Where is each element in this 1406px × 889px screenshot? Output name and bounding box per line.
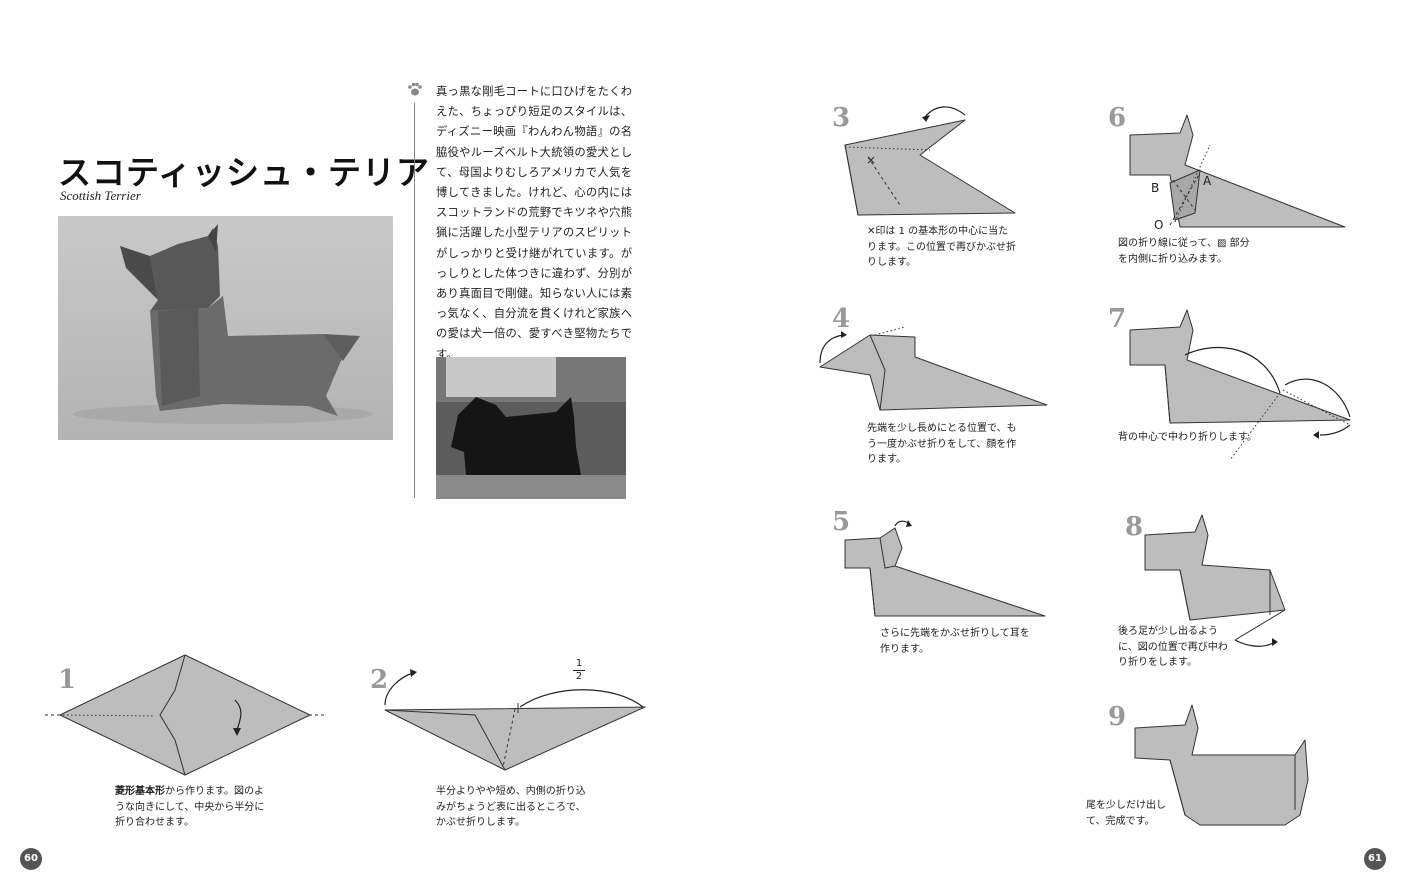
step-caption: ✕印は 1 の基本形の中心に当たります。この位置で再びかぶせ折りします。	[867, 226, 1016, 268]
step-number: 4	[832, 304, 851, 334]
step-caption-bold: 菱形基本形	[115, 786, 165, 797]
step-caption: 半分よりやや短め、内側の折り込みがちょうど表に出るところで、かぶせ折りします。	[436, 786, 586, 828]
page-title: スコティッシュ・テリア	[58, 153, 431, 192]
svg-text:×: ×	[866, 153, 876, 167]
step-4-diagram	[819, 326, 1048, 411]
step-number: 7	[1108, 304, 1127, 334]
fraction-numerator: 1	[573, 658, 585, 671]
step-caption: 図の折り線に従って、▨ 部分を内側に折り込みます。	[1118, 238, 1250, 265]
vertical-divider	[414, 103, 415, 498]
step-6-diagram: B A O	[1129, 114, 1346, 232]
step-7-diagram	[1129, 309, 1351, 461]
page-subtitle: Scottish Terrier	[60, 188, 141, 203]
step-caption: さらに先端をかぶせ折りして耳を作ります。	[880, 628, 1030, 655]
step-caption-text: から作ります。図のような向きにして、中央から半分に折り合わせます。	[115, 786, 265, 828]
step-caption: 菱形基本形から作ります。図のような向きにして、中央から半分に折り合わせます。	[115, 784, 265, 831]
step-number: 2	[370, 665, 389, 695]
step-9-diagram	[1134, 704, 1309, 826]
step-number: 1	[58, 665, 77, 695]
step-5-diagram	[844, 520, 1046, 617]
step-number: 5	[832, 507, 851, 537]
step-number: 9	[1108, 702, 1127, 732]
origami-photo	[58, 216, 393, 440]
page-number-right: 61	[1364, 848, 1386, 870]
step-8-diagram	[1144, 514, 1286, 647]
step-caption: 尾を少しだけ出して、完成です。	[1086, 800, 1166, 827]
step-number: 6	[1108, 103, 1127, 133]
point-label-b: B	[1151, 181, 1159, 195]
step-caption: 背の中心で中わり折りします。	[1118, 432, 1257, 443]
dog-photo	[436, 357, 626, 499]
point-label-o: O	[1154, 218, 1163, 232]
step-number: 3	[832, 103, 851, 133]
intro-text: 真っ黒な剛毛コートに口ひげをたくわえた、ちょっぴり短足のスタイルは、ディズニー映…	[436, 85, 632, 361]
step-number: 8	[1125, 512, 1144, 542]
step-1-diagram	[45, 654, 325, 776]
step-2-diagram	[384, 669, 646, 771]
fraction-label: 1 2	[573, 658, 585, 683]
step-caption: 後ろ足が少し出るように、図の位置で再び中わり折りをします。	[1118, 626, 1228, 668]
fraction-denominator: 2	[575, 671, 583, 682]
step-3-diagram: ×	[844, 106, 1016, 216]
point-label-a: A	[1203, 174, 1212, 188]
page-number-left: 60	[20, 848, 42, 870]
paw-icon	[408, 82, 422, 96]
step-caption: 先端を少し長めにとる位置で、もう一度かぶせ折りをして、顔を作ります。	[867, 423, 1017, 465]
